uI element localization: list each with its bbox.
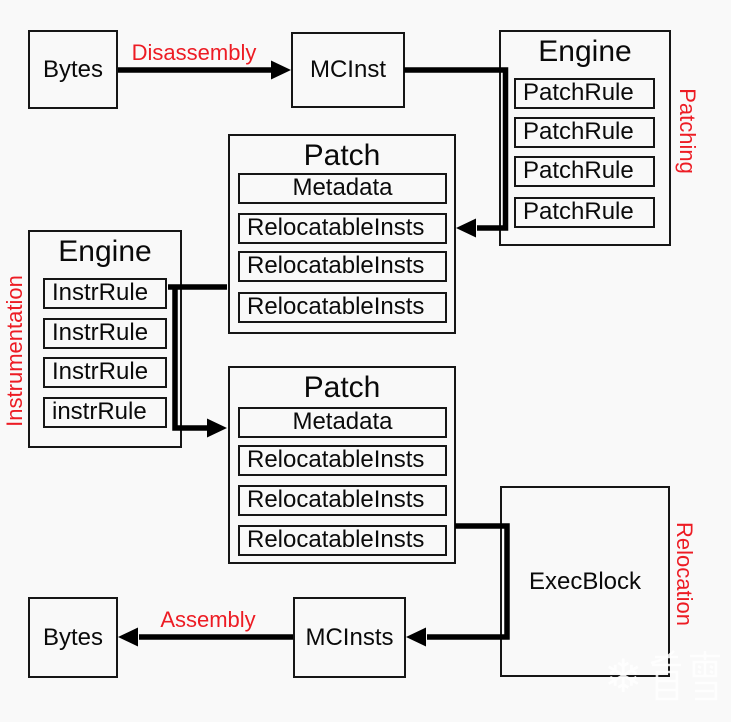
- arrowhead-patching: [456, 218, 476, 238]
- snowflake-icon: ❄: [604, 649, 643, 703]
- node-engine-instrumentation-title: Engine: [58, 235, 152, 268]
- node-mcinst-label: MCInst: [309, 56, 386, 83]
- node-patch-lower: Patch Metadata RelocatableInsts Relocata…: [228, 366, 456, 564]
- metadata-item: Metadata: [238, 407, 447, 438]
- patchrule-item-label: PatchRule: [523, 79, 634, 106]
- edge-label-relocation: Relocation: [672, 522, 697, 626]
- patchrule-item-label: PatchRule: [523, 157, 634, 184]
- edge-label-instrumentation: Instrumentation: [2, 275, 27, 427]
- node-bytes-bottom-label: Bytes: [42, 623, 104, 651]
- arrowhead-relocation: [406, 627, 426, 647]
- metadata-item-label: Metadata: [292, 408, 393, 435]
- edge-label-patching: Patching: [675, 88, 700, 174]
- instrrule-item: instrRule: [43, 397, 167, 428]
- patchrule-item: PatchRule: [514, 78, 655, 109]
- node-bytes-bottom: Bytes: [28, 597, 118, 678]
- instrrule-item: InstrRule: [43, 357, 167, 388]
- instrrule-item-label: instrRule: [52, 398, 147, 425]
- instrrule-item-label: InstrRule: [52, 279, 149, 306]
- relocatableinsts-item-label: RelocatableInsts: [247, 446, 425, 473]
- watermark-text-glyphs: [650, 650, 720, 701]
- watermark: ❄ 看雪: [604, 650, 722, 702]
- node-engine-patching-title: Engine: [538, 35, 632, 68]
- node-patch-lower-title: Patch: [303, 371, 381, 404]
- node-execblock: ExecBlock: [500, 486, 670, 677]
- relocatableinsts-item-label: RelocatableInsts: [247, 526, 425, 553]
- relocatableinsts-item-label: RelocatableInsts: [247, 252, 425, 279]
- patchrule-item: PatchRule: [514, 197, 655, 228]
- node-execblock-label: ExecBlock: [528, 567, 642, 595]
- relocatableinsts-item: RelocatableInsts: [238, 292, 447, 323]
- instrrule-item: InstrRule: [43, 278, 167, 309]
- patchrule-item-label: PatchRule: [523, 118, 634, 145]
- node-mcinst: MCInst: [291, 32, 405, 108]
- node-bytes-top-label: Bytes: [42, 55, 104, 83]
- arrowhead-assembly: [118, 627, 138, 647]
- node-mcinsts-label: MCInsts: [305, 623, 394, 651]
- metadata-item: Metadata: [238, 173, 447, 204]
- relocatableinsts-item: RelocatableInsts: [238, 485, 447, 516]
- metadata-item-label: Metadata: [292, 174, 393, 201]
- relocatableinsts-item-label: RelocatableInsts: [247, 214, 425, 241]
- relocatableinsts-item-label: RelocatableInsts: [247, 293, 425, 320]
- relocatableinsts-item-label: RelocatableInsts: [247, 486, 425, 513]
- arrowhead-instrumentation: [207, 418, 227, 438]
- edge-label-assembly: Assembly: [160, 607, 256, 632]
- relocatableinsts-item: RelocatableInsts: [238, 445, 447, 476]
- relocatableinsts-item: RelocatableInsts: [238, 251, 447, 282]
- instrrule-item-label: InstrRule: [52, 358, 149, 385]
- edge-label-disassembly: Disassembly: [131, 40, 257, 65]
- patchrule-item: PatchRule: [514, 156, 655, 187]
- relocatableinsts-item: RelocatableInsts: [238, 213, 447, 244]
- patchrule-item: PatchRule: [514, 117, 655, 148]
- arrowhead-disassembly: [271, 60, 291, 80]
- patchrule-item-label: PatchRule: [523, 198, 634, 225]
- instrrule-item-label: InstrRule: [52, 319, 149, 346]
- node-patch-upper-title: Patch: [303, 139, 381, 172]
- node-mcinsts: MCInsts: [293, 597, 406, 678]
- node-bytes-top: Bytes: [28, 30, 118, 109]
- relocatableinsts-item: RelocatableInsts: [238, 525, 447, 556]
- node-engine-patching: Engine PatchRule PatchRule PatchRule Pat…: [499, 30, 671, 246]
- node-patch-upper: Patch Metadata RelocatableInsts Relocata…: [228, 134, 456, 334]
- node-engine-instrumentation: Engine InstrRule InstrRule InstrRule ins…: [28, 230, 182, 448]
- instrrule-item: InstrRule: [43, 318, 167, 349]
